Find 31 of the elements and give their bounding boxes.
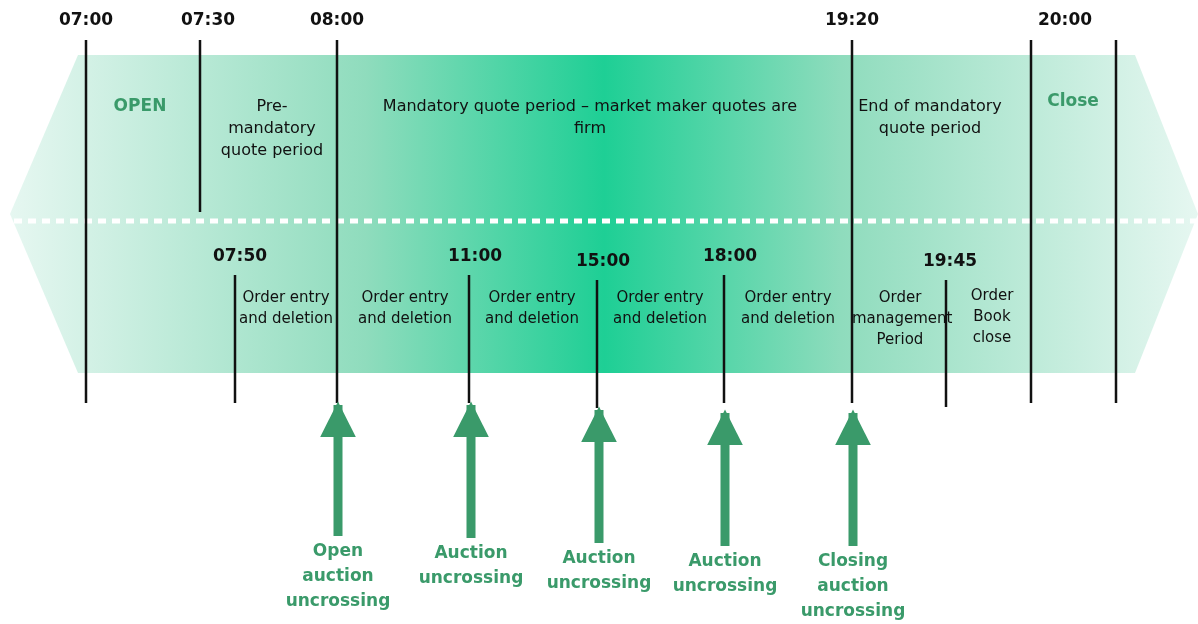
period-label: Order entry and deletion bbox=[740, 287, 836, 329]
arrow bbox=[320, 401, 356, 536]
period-label: Order entry and deletion bbox=[612, 287, 708, 329]
arrow-caption: Auction uncrossing bbox=[670, 548, 780, 598]
phase-label: Close bbox=[1046, 89, 1100, 111]
arrow-caption: Open auction uncrossing bbox=[283, 538, 393, 613]
time-label: 15:00 bbox=[574, 249, 632, 271]
arrow bbox=[581, 406, 617, 543]
time-label: 18:00 bbox=[701, 244, 759, 266]
time-label: 07:30 bbox=[179, 8, 237, 30]
time-label: 07:50 bbox=[211, 244, 269, 266]
arrow-caption: Auction uncrossing bbox=[544, 545, 654, 595]
period-label: Pre-mandatory quote period bbox=[219, 95, 325, 161]
time-label: 08:00 bbox=[308, 8, 366, 30]
period-label: Mandatory quote period – market maker quotes are firm bbox=[381, 95, 799, 139]
arrow bbox=[835, 409, 871, 546]
arrow bbox=[707, 409, 743, 546]
time-label: 11:00 bbox=[446, 244, 504, 266]
period-label: Order Book close bbox=[969, 285, 1015, 348]
time-label: 19:20 bbox=[823, 8, 881, 30]
arrow-caption: Closing auction uncrossing bbox=[798, 548, 908, 623]
time-label: 07:00 bbox=[57, 8, 115, 30]
period-label: Order entry and deletion bbox=[357, 287, 453, 329]
phase-label: OPEN bbox=[112, 94, 168, 116]
arrow bbox=[453, 401, 489, 538]
arrow-caption: Auction uncrossing bbox=[416, 540, 526, 590]
period-label: Order entry and deletion bbox=[238, 287, 334, 329]
time-label: 20:00 bbox=[1036, 8, 1094, 30]
time-label: 19:45 bbox=[921, 249, 979, 271]
period-label: Order entry and deletion bbox=[484, 287, 580, 329]
period-label: End of mandatory quote period bbox=[857, 95, 1003, 139]
